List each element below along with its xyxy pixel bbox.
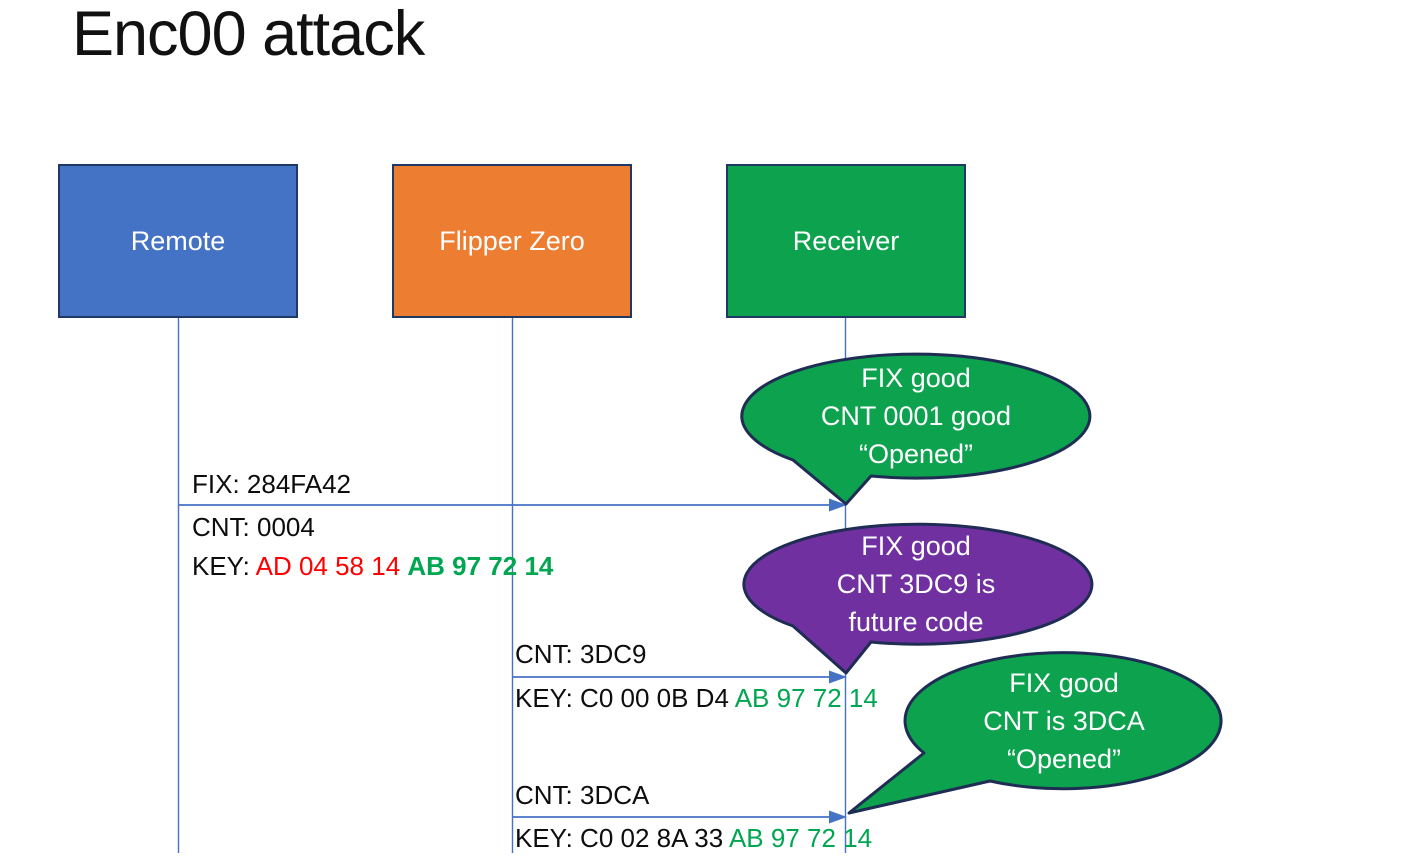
message-arrow-3-head (829, 810, 847, 824)
callout-3-line-2: CNT is 3DCA (983, 706, 1145, 736)
callout-bubble-2 (742, 522, 1094, 675)
message-1-key-fixed-bytes: AB 97 72 14 (407, 551, 554, 581)
actor-label-remote: Remote (130, 225, 226, 256)
actor-label-receiver: Receiver (792, 225, 900, 256)
callout-2-line-3: future code (848, 607, 984, 637)
callout-bubble-1 (740, 352, 1092, 506)
actor-box-remote: Remote (58, 164, 298, 318)
message-1-key-prefix: KEY: (192, 551, 256, 581)
message-1-payload: CNT: 0004 KEY: AD 04 58 14 AB 97 72 14 (192, 508, 553, 586)
message-1-cnt-line: CNT: 0004 (192, 512, 315, 542)
message-1-fix-line: FIX: 284FA42 (192, 469, 351, 499)
actor-box-receiver: Receiver (726, 164, 966, 318)
callout-2-text: FIX good CNT 3DC9 is future code (742, 527, 1090, 641)
callout-3-line-3: “Opened” (1006, 744, 1122, 774)
message-1-key-changed-bytes: AD 04 58 14 (255, 551, 408, 581)
callout-2-line-2: CNT 3DC9 is (836, 569, 996, 599)
callout-3-text: FIX good CNT is 3DCA “Opened” (906, 664, 1222, 778)
actor-box-flipper-zero: Flipper Zero (392, 164, 632, 318)
actor-label-flipper-zero: Flipper Zero (439, 225, 585, 256)
message-3-key-fixed-bytes: AB 97 72 14 (728, 823, 873, 853)
message-2-key-prefix: KEY: C0 00 0B D4 (515, 683, 735, 713)
callout-1-text: FIX good CNT 0001 good “Opened” (742, 359, 1090, 473)
callout-2-line-1: FIX good (861, 531, 971, 561)
callout-1-line-3: “Opened” (858, 439, 974, 469)
message-3-key-line: KEY: C0 02 8A 33 AB 97 72 14 (515, 819, 872, 858)
callout-1-line-2: CNT 0001 good (820, 401, 1012, 431)
callout-1-line-1: FIX good (861, 363, 971, 393)
message-2-key-fixed-bytes: AB 97 72 14 (734, 683, 878, 713)
message-arrow-1-head (829, 498, 847, 512)
callout-bubble-3 (847, 651, 1223, 815)
callout-3-line-1: FIX good (1009, 668, 1119, 698)
message-1-key-line: KEY: AD 04 58 14 AB 97 72 14 (192, 547, 553, 586)
message-3-key-prefix: KEY: C0 02 8A 33 (515, 823, 729, 853)
message-arrow-2-head (829, 670, 847, 684)
message-3-cnt-line: CNT: 3DCA (515, 780, 650, 810)
message-2-cnt-line: CNT: 3DC9 (515, 639, 647, 669)
message-2-key-line: KEY: C0 00 0B D4 AB 97 72 14 (515, 679, 878, 718)
slide-title: Enc00 attack (72, 0, 425, 69)
